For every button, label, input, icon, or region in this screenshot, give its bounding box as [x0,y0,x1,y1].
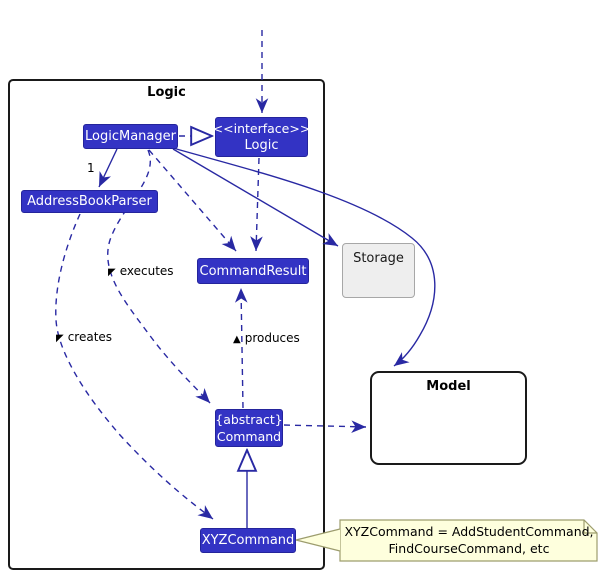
produces-text: produces [244,331,300,345]
class-logicmanager: LogicManager [83,124,178,149]
multiplicity-label-one: 1 [87,161,95,175]
component-model-label: Model [426,379,471,394]
edge-label-creates: ◤creates [56,330,112,346]
executes-text: executes [119,264,174,278]
edge-label-produces: ▲produces [233,331,300,347]
note-line-2: FindCourseCommand, etc [388,541,550,556]
class-command-abstract: {abstract} Command [215,409,283,447]
class-xyzcommand-label: XYZCommand [201,533,295,548]
logic-interface-stereotype: <<interface>> [212,120,311,136]
command-abstract-modifier: {abstract} [215,411,283,427]
frame-title: Logic [147,85,186,100]
direction-triangle-icon: ◤ [56,333,64,344]
command-label: Command [216,428,282,444]
class-commandresult-label: CommandResult [199,263,307,279]
component-model: Model [370,371,527,465]
direction-triangle-icon: ◤ [108,267,116,278]
creates-text: creates [67,330,113,344]
component-storage: Storage [342,243,415,298]
direction-triangle-up-icon: ▲ [233,334,241,345]
component-storage-label: Storage [353,251,404,266]
edge-label-executes: ◤executes [108,264,174,280]
class-logicmanager-label: LogicManager [85,129,176,144]
note-line-1: XYZCommand = AddStudentCommand, [344,524,594,539]
note-xyzcommand: XYZCommand = AddStudentCommand, FindCour… [341,523,597,557]
class-commandresult: CommandResult [197,258,309,284]
logic-interface-label: Logic [244,137,279,153]
class-addressbookparser-label: AddressBookParser [27,194,152,209]
class-addressbookparser: AddressBookParser [21,190,158,213]
class-logic-interface: <<interface>> Logic [212,117,311,157]
class-xyzcommand: XYZCommand [200,528,296,553]
